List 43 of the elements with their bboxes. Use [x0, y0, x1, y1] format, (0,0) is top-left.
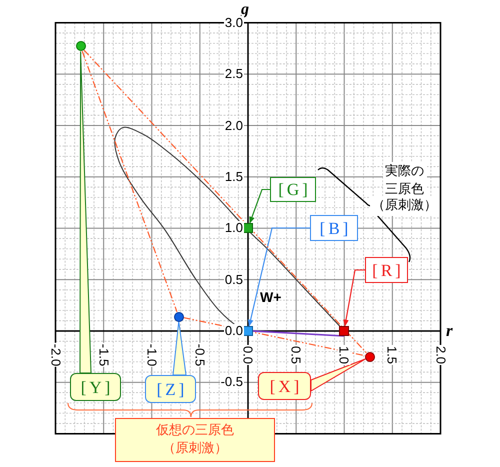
tick-label: -1.5: [97, 342, 110, 368]
tick-label: 1.5: [386, 344, 399, 366]
tick-label: -0.5: [193, 342, 206, 368]
arrow: [248, 227, 310, 327]
callout-pointer: [80, 50, 92, 374]
data-point: [339, 326, 349, 336]
arrow: [343, 269, 365, 327]
point-label: W+: [260, 289, 282, 305]
tick-label: 0.0: [224, 324, 244, 337]
connector-line: [252, 330, 344, 337]
tick-label: 2.0: [434, 344, 447, 366]
callout-label: [Z]: [145, 375, 196, 403]
arrow: [249, 188, 270, 224]
tick-label: 3.0: [224, 16, 244, 29]
callout-label: [R]: [365, 257, 408, 283]
callout-label: [B]: [310, 215, 358, 241]
connector-line: [183, 317, 366, 356]
tick-label: 0.5: [224, 272, 244, 286]
callout-label: [X]: [258, 372, 311, 400]
group-label-box: 仮想の三原色 （原刺激）: [115, 418, 275, 462]
data-point: [243, 326, 253, 336]
tick-label: 1.0: [224, 221, 244, 234]
tick-label: 2.5: [224, 67, 244, 80]
data-point: [243, 223, 253, 233]
data-point: [365, 352, 375, 362]
tick-label: 1.5: [224, 170, 244, 183]
callout-label: [G]: [270, 177, 316, 202]
tick-label: -0.5: [220, 375, 244, 388]
data-point: [174, 312, 184, 322]
connector-line: [84, 50, 367, 354]
tick-label: -1.0: [145, 342, 158, 368]
annotation: （原刺激）: [370, 196, 439, 216]
tick-label: 0.5: [290, 344, 303, 366]
tick-label: 1.0: [338, 344, 351, 366]
tick-label: -2.0: [49, 342, 62, 368]
tick-label: 2.0: [224, 118, 244, 132]
tick-label: 0.0: [242, 344, 254, 366]
callout-pointer: [310, 358, 366, 392]
callout-label: [Y]: [70, 373, 121, 401]
connector-line: [82, 50, 178, 312]
axis-title: r: [446, 321, 453, 341]
data-point: [76, 41, 86, 52]
callout-pointer: [172, 321, 187, 376]
